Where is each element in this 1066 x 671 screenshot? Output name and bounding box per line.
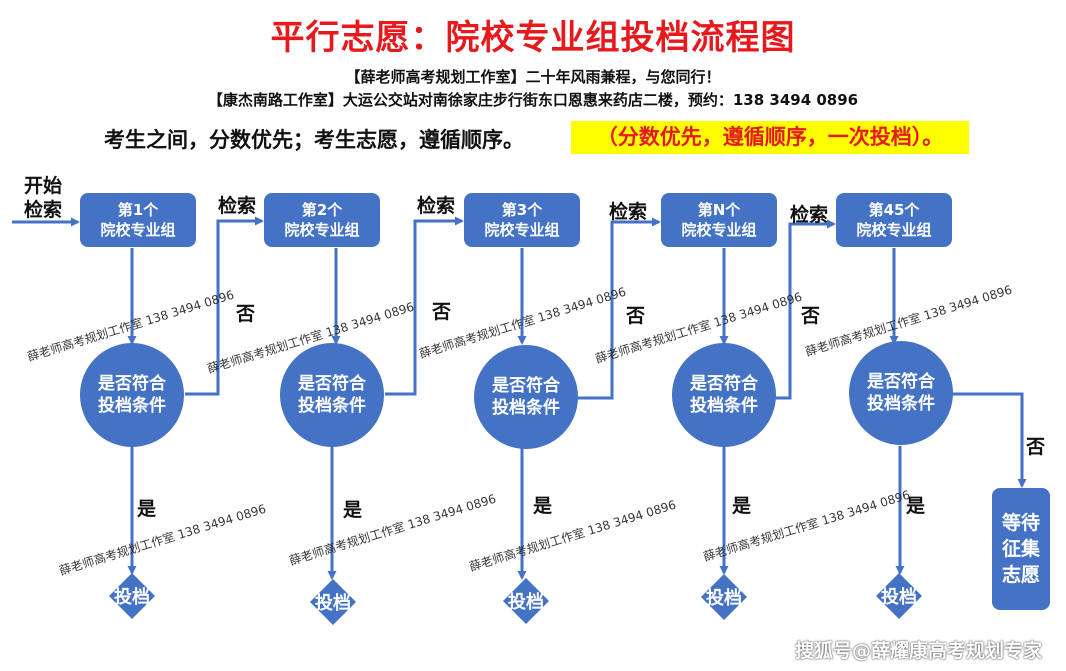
decision-1: 是否符合 投档条件: [80, 343, 184, 447]
toudang-45-diamond: [876, 573, 922, 619]
no-label-3: 否: [626, 305, 646, 327]
group-box-1: 第1个 院校专业组: [80, 193, 196, 247]
search-label-2: 检索: [417, 195, 456, 217]
toudang-3-diamond: [503, 578, 549, 624]
group-box-n-line1: 第N个: [697, 201, 741, 219]
decision-2-line2: 投档条件: [298, 396, 366, 416]
toudang-2-diamond: [310, 579, 356, 625]
decision-3-line1: 是否符合: [492, 376, 560, 396]
yes-label-5: 是: [906, 495, 926, 517]
group-box-45-line2: 院校专业组: [856, 221, 932, 239]
no-label-2: 否: [432, 301, 452, 323]
decision-n-line2: 投档条件: [690, 396, 758, 416]
rule-highlight: （分数优先，遵循顺序，一次投档）。: [571, 121, 969, 154]
group-box-1-line2: 院校专业组: [100, 221, 176, 239]
wait-line-3: 志愿: [1001, 564, 1040, 586]
decision-45: 是否符合 投档条件: [849, 341, 953, 445]
source-credit: 搜狐号@薛耀康高考规划专家: [794, 640, 1042, 662]
wait-line-1: 等待: [1001, 512, 1040, 534]
decision-n-line1: 是否符合: [690, 374, 758, 394]
rule-text: 考生之间，分数优先；考生志愿，遵循顺序。: [104, 128, 524, 152]
start-label-1: 开始: [24, 175, 63, 197]
yes-label-2: 是: [343, 499, 363, 521]
search-label-1: 检索: [218, 195, 257, 217]
decision-3-line2: 投档条件: [492, 398, 560, 418]
toudang-45-label: 投档: [881, 587, 917, 608]
toudang-3: 投档: [496, 576, 556, 626]
toudang-2-label: 投档: [315, 593, 351, 614]
start-label-2: 检索: [24, 199, 63, 221]
toudang-1-label: 投档: [114, 587, 150, 608]
group-box-1-line1: 第1个: [117, 201, 159, 219]
decision-2: 是否符合 投档条件: [280, 343, 384, 447]
yes-label-4: 是: [732, 495, 752, 517]
toudang-n-label: 投档: [706, 588, 742, 609]
toudang-n-diamond: [701, 574, 747, 620]
decision-45-line2: 投档条件: [867, 394, 935, 414]
group-box-3: 第3个 院校专业组: [464, 193, 580, 247]
group-box-2-line1: 第2个: [301, 201, 343, 219]
group-box-45: 第45个 院校专业组: [836, 193, 952, 247]
group-box-2: 第2个 院校专业组: [264, 193, 380, 247]
no-label-5: 否: [1026, 436, 1046, 458]
no-path-1: [185, 216, 264, 396]
wait-box: 等待 征集 志愿: [992, 488, 1050, 610]
decision-1-line1: 是否符合: [98, 374, 166, 394]
subtitle-line-1: 【薛老师高考规划工作室】二十年风雨兼程，与您同行！: [345, 68, 721, 86]
decision-45-line1: 是否符合: [867, 372, 935, 392]
group-box-n-line2: 院校专业组: [681, 221, 757, 239]
no-path-4: [774, 219, 836, 400]
group-box-45-line1: 第45个: [868, 201, 920, 219]
toudang-n: 投档: [694, 572, 754, 622]
no-path-final: [951, 392, 1027, 488]
toudang-1: 投档: [102, 571, 162, 621]
group-box-2-line2: 院校专业组: [284, 221, 360, 239]
toudang-2: 投档: [303, 577, 363, 627]
no-path-2: [385, 216, 464, 396]
group-box-3-line2: 院校专业组: [484, 221, 560, 239]
toudang-1-diamond: [109, 573, 155, 619]
search-label-4: 检索: [790, 204, 829, 226]
search-label-3: 检索: [609, 201, 648, 223]
no-label-4: 否: [801, 305, 821, 327]
group-box-3-line1: 第3个: [501, 201, 543, 219]
no-label-1: 否: [236, 303, 256, 325]
yes-label-3: 是: [533, 495, 553, 517]
toudang-3-label: 投档: [508, 592, 544, 613]
no-path-3: [575, 217, 661, 400]
decision-3: 是否符合 投档条件: [474, 345, 578, 449]
wait-line-2: 征集: [1001, 538, 1040, 560]
group-box-n: 第N个 院校专业组: [661, 193, 777, 247]
yes-label-1: 是: [137, 498, 157, 520]
toudang-45: 投档: [869, 571, 929, 621]
decision-n: 是否符合 投档条件: [672, 343, 776, 447]
decision-1-line2: 投档条件: [98, 396, 166, 416]
subtitle-line-2: 【康杰南路工作室】大运公交站对南徐家庄步行街东口恩惠来药店二楼，预约：138 3…: [207, 91, 859, 109]
page-title: 平行志愿：院校专业组投档流程图: [270, 18, 796, 58]
decision-2-line1: 是否符合: [298, 374, 366, 394]
